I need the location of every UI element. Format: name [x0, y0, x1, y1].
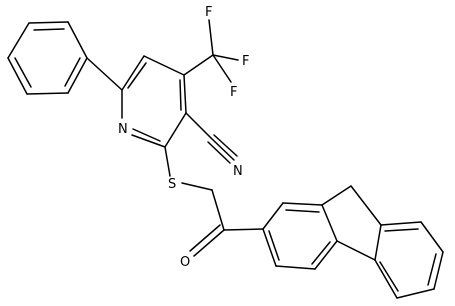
bond: [374, 224, 382, 261]
bond: [33, 28, 65, 31]
bond: [208, 19, 214, 56]
bond: [121, 55, 145, 91]
bond: [132, 128, 161, 142]
bond: [86, 57, 123, 91]
bond: [433, 251, 444, 290]
bond: [189, 224, 221, 252]
bond: [223, 228, 264, 231]
bond: [207, 141, 231, 164]
bond: [262, 228, 277, 267]
bond: [268, 230, 280, 261]
fluorine-label: F: [230, 85, 237, 100]
bond: [67, 21, 88, 59]
bond: [336, 240, 376, 261]
bond: [131, 134, 166, 148]
bond: [185, 112, 212, 139]
oxygen-label: O: [180, 255, 190, 270]
bond: [179, 79, 182, 111]
bond: [384, 228, 419, 232]
bond: [212, 54, 232, 83]
bond: [282, 202, 323, 206]
bond: [164, 112, 187, 148]
bond: [181, 182, 213, 191]
bond: [321, 185, 352, 206]
bond: [210, 137, 235, 161]
bond: [314, 240, 338, 270]
bond: [285, 209, 320, 213]
bond: [321, 204, 338, 242]
bond: [143, 55, 185, 76]
bond: [396, 288, 435, 299]
bond: [374, 259, 398, 299]
bond: [420, 221, 444, 253]
bond: [211, 189, 225, 231]
bond: [213, 134, 238, 157]
bond: [212, 54, 239, 61]
bond: [14, 57, 32, 88]
bond: [164, 146, 171, 177]
sulfur-label: S: [168, 177, 176, 192]
bond: [26, 92, 69, 95]
atom-labels: F F F N N S O: [118, 5, 249, 270]
bond: [64, 57, 81, 87]
bond: [427, 253, 437, 286]
fluorine-label: F: [242, 54, 249, 69]
bond: [127, 62, 147, 89]
bonds: [7, 19, 444, 299]
bond: [193, 229, 225, 257]
bond: [350, 185, 382, 226]
bond: [379, 261, 399, 292]
bond: [28, 21, 69, 24]
bond: [7, 57, 28, 95]
bond: [183, 54, 214, 76]
bond: [311, 241, 331, 265]
nitrile-nitrogen-label: N: [233, 164, 243, 179]
fluorine-label: F: [205, 5, 212, 20]
bond: [262, 202, 284, 230]
bond: [275, 265, 316, 270]
bond: [67, 57, 88, 94]
bond: [7, 22, 30, 59]
pyridine-nitrogen-label: N: [118, 122, 128, 137]
bond: [183, 74, 187, 114]
bond: [380, 221, 422, 226]
